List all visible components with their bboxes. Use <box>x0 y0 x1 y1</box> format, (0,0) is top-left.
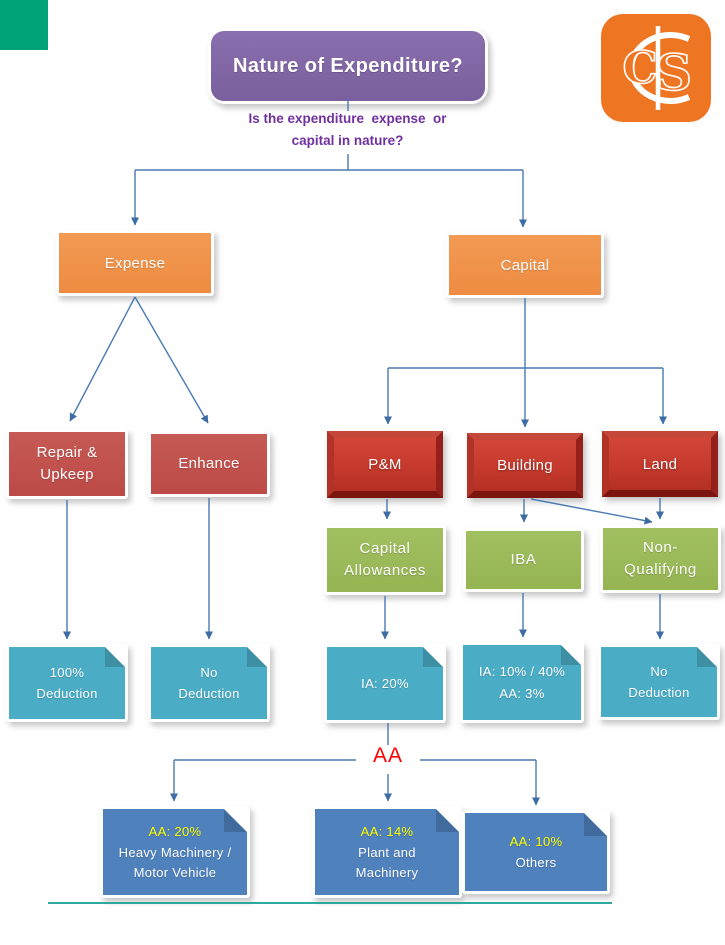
node-land-label: Land <box>642 455 678 473</box>
node-ia-building: IA: 10% / 40% AA: 3% <box>460 642 584 723</box>
corner-accent-block <box>0 0 48 50</box>
page-title-card: Nature of Expenditure? <box>208 28 488 104</box>
node-aa-10-desc: Others <box>515 855 557 870</box>
node-expense: Expense <box>56 230 214 296</box>
folded-corner <box>224 809 247 832</box>
node-no-deduction-expense: No Deduction <box>148 644 270 722</box>
folded-corner <box>423 647 443 667</box>
node-non-qualifying: Non- Qualifying <box>600 525 721 593</box>
node-capital-allowances-label: Capital Allowances <box>327 528 443 592</box>
node-capital: Capital <box>446 232 604 298</box>
node-pm: P&M <box>327 431 443 498</box>
folded-corner <box>105 647 125 667</box>
node-building-label: Building <box>497 457 553 474</box>
node-aa-14: AA: 14% Plant and Machinery <box>312 806 462 898</box>
folded-corner <box>247 647 267 667</box>
aa-junction-label: AA <box>372 744 403 767</box>
node-no-deduction-expense-label: No Deduction <box>178 664 240 701</box>
node-enhance: Enhance <box>148 431 270 497</box>
logo-letter-c: C <box>622 43 657 94</box>
node-ia-20-label: IA: 20% <box>361 675 409 691</box>
page-title: Nature of Expenditure? <box>211 31 485 101</box>
node-iba-label: IBA <box>466 531 581 589</box>
folded-corner <box>697 647 717 667</box>
folded-corner <box>561 645 581 665</box>
node-aa-10-rate: AA: 10% <box>509 833 563 849</box>
folded-corner <box>584 813 607 836</box>
node-no-deduction-land-label: No Deduction <box>628 663 690 700</box>
node-repair-upkeep: Repair & Upkeep <box>6 429 128 499</box>
node-100-deduction-label: 100% Deduction <box>36 664 98 701</box>
node-capital-label: Capital <box>449 235 601 295</box>
node-aa-14-desc: Plant and Machinery <box>355 845 419 880</box>
node-non-qualifying-label: Non- Qualifying <box>603 528 718 590</box>
node-iba: IBA <box>463 528 584 592</box>
node-100-deduction: 100% Deduction <box>6 644 128 722</box>
node-land: Land <box>602 431 718 497</box>
folded-corner <box>436 809 459 832</box>
node-aa-10: AA: 10% Others <box>462 810 610 894</box>
node-no-deduction-land: No Deduction <box>598 644 720 720</box>
bottom-divider <box>48 902 612 904</box>
node-ia-building-label: IA: 10% / 40% AA: 3% <box>478 664 566 701</box>
cs-logo-icon: C S <box>601 14 711 122</box>
node-repair-upkeep-label: Repair & Upkeep <box>9 432 125 496</box>
node-expense-label: Expense <box>59 233 211 293</box>
question-text: Is the expenditure expense or capital in… <box>248 111 447 149</box>
node-aa-20-rate: AA: 20% <box>148 823 202 839</box>
node-aa-20-desc: Heavy Machinery / Motor Vehicle <box>118 845 232 880</box>
node-pm-label: P&M <box>368 456 402 473</box>
node-enhance-label: Enhance <box>151 434 267 494</box>
node-aa-20: AA: 20% Heavy Machinery / Motor Vehicle <box>100 806 250 898</box>
node-building: Building <box>467 433 583 498</box>
node-capital-allowances: Capital Allowances <box>324 525 446 595</box>
logo-letter-s: S <box>656 43 692 102</box>
node-aa-14-rate: AA: 14% <box>360 823 414 839</box>
node-ia-20: IA: 20% <box>324 644 446 723</box>
